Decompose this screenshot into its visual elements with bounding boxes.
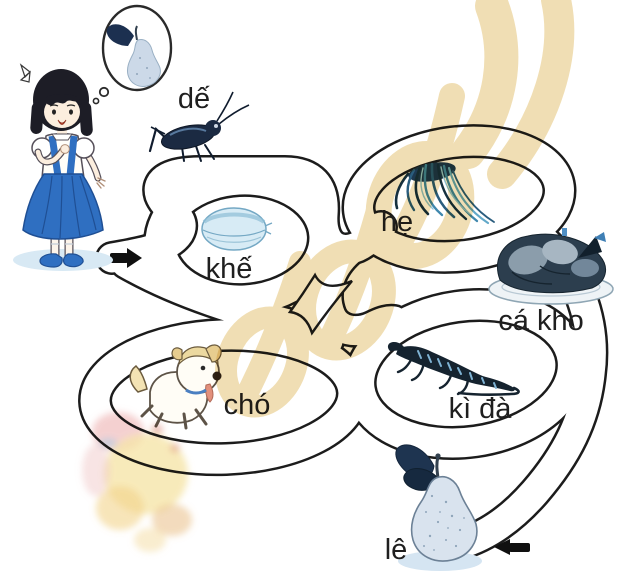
label-khe: khế — [206, 253, 253, 285]
girl-shoe — [39, 253, 63, 268]
label-de: dế — [178, 83, 210, 115]
girl-skirt — [22, 173, 104, 240]
watermark-script — [215, 0, 575, 418]
starfruit-icon — [201, 207, 273, 251]
bubble-pear-icon — [106, 24, 161, 87]
monitor-lizard-icon — [387, 342, 520, 396]
start-arrow-icon — [110, 248, 142, 268]
pear-speckles — [423, 494, 465, 551]
braised-fish-plate-icon — [488, 228, 614, 305]
label-ki-da: kì đà — [449, 393, 513, 425]
girl-shoe — [62, 253, 84, 268]
girl-illustration — [13, 63, 113, 271]
end-arrow-icon — [494, 539, 530, 555]
label-le: lê — [385, 534, 408, 566]
watermark-logo — [82, 412, 192, 552]
hair-bow-icon — [19, 63, 31, 83]
puppy-icon — [129, 344, 222, 430]
thought-bubble-icon — [92, 4, 173, 105]
label-ca-kho: cá kho — [498, 305, 583, 337]
pear-icon — [395, 444, 482, 571]
cricket-icon — [148, 91, 250, 162]
